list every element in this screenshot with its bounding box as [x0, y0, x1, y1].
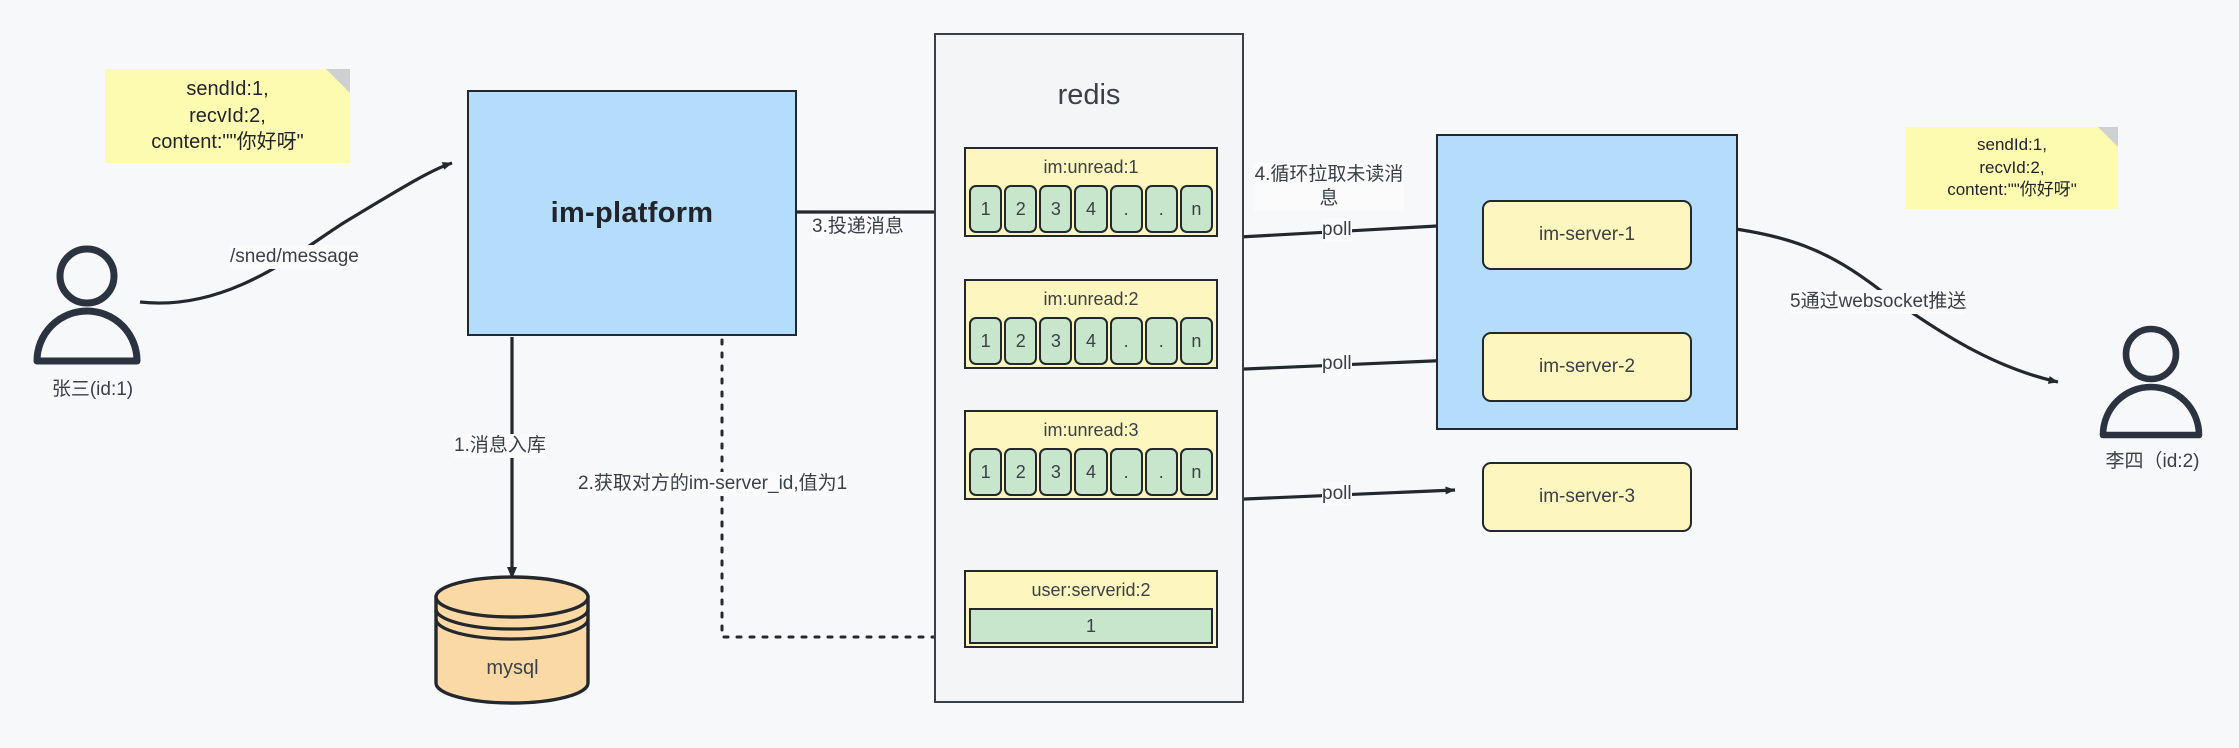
redis-key-value[interactable]: 1	[969, 608, 1213, 644]
im-server-2-label: im-server-2	[1538, 356, 1636, 377]
edge-label-poll-2: poll	[1322, 352, 1352, 376]
redis-cell[interactable]: .	[1144, 185, 1178, 233]
im-platform-box[interactable]: im-platform	[467, 90, 797, 336]
im-server-3-label: im-server-3	[1538, 486, 1636, 507]
redis-cell[interactable]: 3	[1039, 317, 1073, 365]
redis-container: redis im:unread:1 1 2 3 4 . . n im:unrea…	[934, 33, 1244, 703]
edge-step2	[717, 320, 964, 639]
redis-key-label: im:unread:1	[1043, 157, 1139, 177]
redis-cell[interactable]: 4	[1074, 185, 1108, 233]
note-right-text: sendId:1, recvId:2, content:""你好呀"	[1947, 135, 2077, 200]
redis-cell[interactable]: 4	[1074, 317, 1108, 365]
redis-cell-row: 1 2 3 4 . . n	[966, 448, 1216, 499]
redis-cell[interactable]: 1	[969, 185, 1003, 233]
redis-cell[interactable]: 4	[1074, 448, 1108, 496]
redis-key-im-unread-1[interactable]: im:unread:1 1 2 3 4 . . n	[964, 147, 1218, 237]
user-icon	[33, 245, 141, 365]
redis-cell[interactable]: .	[1144, 448, 1178, 496]
edge-send-message	[139, 161, 453, 305]
redis-cell[interactable]: 2	[1004, 448, 1038, 496]
edge-label-step1: 1.消息入库	[454, 434, 546, 458]
redis-title: redis	[1057, 79, 1121, 111]
edge-label-step5: 5通过websocket推送	[1790, 290, 1967, 314]
edge-label-poll-1: poll	[1322, 218, 1352, 242]
redis-cell[interactable]: n	[1179, 185, 1213, 233]
edge-label-step2: 2.获取对方的im-server_id,值为1	[578, 472, 848, 496]
note-right: sendId:1, recvId:2, content:""你好呀"	[1906, 127, 2118, 209]
redis-cell[interactable]: 2	[1004, 317, 1038, 365]
redis-cell[interactable]: 2	[1004, 185, 1038, 233]
redis-cell[interactable]: n	[1179, 317, 1213, 365]
redis-key-im-unread-3[interactable]: im:unread:3 1 2 3 4 . . n	[964, 410, 1218, 500]
redis-cell-row: 1 2 3 4 . . n	[966, 317, 1216, 368]
redis-key-label: im:unread:2	[1043, 289, 1139, 309]
mysql-database[interactable]: mysql	[430, 575, 595, 705]
im-platform-label: im-platform	[550, 196, 714, 229]
database-icon	[434, 575, 590, 705]
im-server-2-box[interactable]: im-server-2	[1482, 332, 1692, 402]
redis-key-im-unread-2[interactable]: im:unread:2 1 2 3 4 . . n	[964, 279, 1218, 369]
im-server-3-box[interactable]: im-server-3	[1482, 462, 1692, 532]
redis-cell[interactable]: 3	[1039, 185, 1073, 233]
edge-label-send-message: /sned/message	[230, 245, 359, 269]
mysql-label: mysql	[486, 657, 539, 679]
edge-label-poll-3: poll	[1322, 482, 1352, 506]
edge-label-step4: 4.循环拉取未读消息	[1254, 163, 1404, 211]
note-fold-icon	[2098, 127, 2118, 147]
redis-cell[interactable]: n	[1179, 448, 1213, 496]
redis-cell[interactable]: 1	[969, 448, 1003, 496]
edge-label-step3: 3.投递消息	[812, 215, 904, 239]
redis-key-user-serverid[interactable]: user:serverid:2 1	[964, 570, 1218, 648]
redis-key-label: im:unread:3	[1043, 420, 1139, 440]
redis-cell[interactable]: .	[1109, 448, 1143, 496]
user-icon	[2099, 325, 2203, 439]
redis-key-label: user:serverid:2	[1031, 580, 1151, 600]
note-left: sendId:1, recvId:2, content:""你好呀"	[105, 69, 350, 163]
im-server-1-label: im-server-1	[1538, 224, 1636, 245]
receiver-actor-label: 李四（id:2)	[2105, 451, 2200, 472]
sender-actor-label: 张三(id:1)	[51, 379, 134, 400]
redis-cell[interactable]: .	[1109, 317, 1143, 365]
im-server-cluster: im-server-1 im-server-2 im-server-3	[1436, 134, 1738, 532]
redis-cell[interactable]: 1	[969, 317, 1003, 365]
receiver-actor	[2092, 323, 2210, 441]
im-server-1-box[interactable]: im-server-1	[1482, 200, 1692, 270]
note-fold-icon	[326, 69, 350, 93]
note-left-text: sendId:1, recvId:2, content:""你好呀"	[151, 78, 304, 154]
redis-cell[interactable]: 3	[1039, 448, 1073, 496]
redis-cell-row: 1 2 3 4 . . n	[966, 185, 1216, 236]
sender-actor	[25, 243, 150, 368]
redis-cell[interactable]: .	[1109, 185, 1143, 233]
redis-cell[interactable]: .	[1144, 317, 1178, 365]
